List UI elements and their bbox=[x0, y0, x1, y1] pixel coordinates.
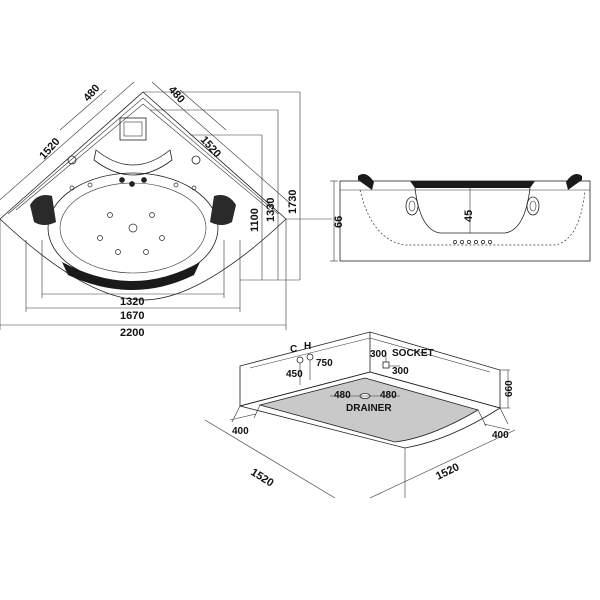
plan-knob-right bbox=[191, 155, 201, 165]
install-label-c: C bbox=[290, 344, 297, 355]
plan-knob-left bbox=[67, 155, 77, 165]
plan-dimension-lines bbox=[0, 81, 332, 330]
plan-control-screen bbox=[123, 121, 143, 137]
side-dim-height: 66 bbox=[333, 216, 345, 228]
install-dim-400-left: 400 bbox=[232, 426, 249, 437]
install-socket bbox=[382, 361, 390, 369]
plan-basin-inner bbox=[59, 182, 207, 274]
plan-dim-1730: 1730 bbox=[287, 190, 299, 214]
plan-dim-2200: 2200 bbox=[120, 327, 144, 339]
plan-view: 480 480 1520 1520 1100 1330 1730 1320 16… bbox=[0, 81, 332, 339]
install-dim-750: 750 bbox=[316, 358, 333, 369]
plan-dim-side-left: 1520 bbox=[37, 136, 62, 162]
plan-dim-1320: 1320 bbox=[120, 296, 144, 308]
side-window-right-inner bbox=[529, 200, 537, 212]
install-wall-top-inner bbox=[249, 337, 491, 373]
side-headrest-left bbox=[358, 174, 374, 190]
plan-rim-hatch bbox=[7, 97, 279, 215]
install-label-h: H bbox=[304, 341, 311, 352]
side-headrest-right bbox=[566, 174, 582, 190]
plan-rim-inner bbox=[15, 103, 271, 211]
install-label-drainer: DRAINER bbox=[346, 403, 392, 414]
plan-dim-top-left: 480 bbox=[81, 82, 102, 104]
plan-dim-1100: 1100 bbox=[249, 208, 261, 232]
side-dim-depth: 45 bbox=[463, 210, 475, 222]
plan-control-panel bbox=[119, 117, 147, 141]
install-dim-480-right: 480 bbox=[380, 390, 397, 401]
side-basin-dashed bbox=[359, 189, 586, 246]
install-dim-300-right: 300 bbox=[392, 366, 409, 377]
install-dim-1520-right: 1520 bbox=[434, 461, 461, 483]
install-dim-1520-left: 1520 bbox=[248, 466, 275, 489]
side-jets bbox=[453, 240, 492, 244]
plan-jets bbox=[69, 177, 197, 255]
install-dim-480-left: 480 bbox=[334, 390, 351, 401]
install-dimension-lines bbox=[204, 352, 516, 499]
side-inner-profile bbox=[414, 187, 531, 234]
side-top-trim bbox=[410, 181, 535, 188]
plan-outer-outline bbox=[0, 91, 287, 301]
plan-dim-top-right: 480 bbox=[166, 84, 187, 106]
install-dim-660: 660 bbox=[504, 380, 515, 397]
side-window-right bbox=[526, 196, 540, 216]
install-view: C H 450 750 300 SOCKET 300 480 480 DRAIN… bbox=[204, 331, 516, 499]
plan-backrest bbox=[62, 262, 200, 290]
plan-headrest-left bbox=[30, 195, 56, 225]
install-pipe-c bbox=[296, 356, 304, 364]
install-pipe-h bbox=[306, 353, 314, 361]
plan-dim-1330: 1330 bbox=[265, 198, 277, 222]
install-label-socket: SOCKET bbox=[392, 348, 434, 359]
install-dim-400-right: 400 bbox=[492, 430, 509, 441]
side-window-left-inner bbox=[408, 200, 416, 212]
plan-faucet-block bbox=[93, 149, 173, 176]
plan-dim-1670: 1670 bbox=[120, 310, 144, 322]
side-window-left bbox=[405, 196, 419, 216]
side-view: 66 45 bbox=[330, 174, 591, 262]
plan-headrest-right bbox=[210, 195, 236, 225]
install-dim-450: 450 bbox=[286, 369, 303, 380]
install-dim-300-top: 300 bbox=[370, 349, 387, 360]
